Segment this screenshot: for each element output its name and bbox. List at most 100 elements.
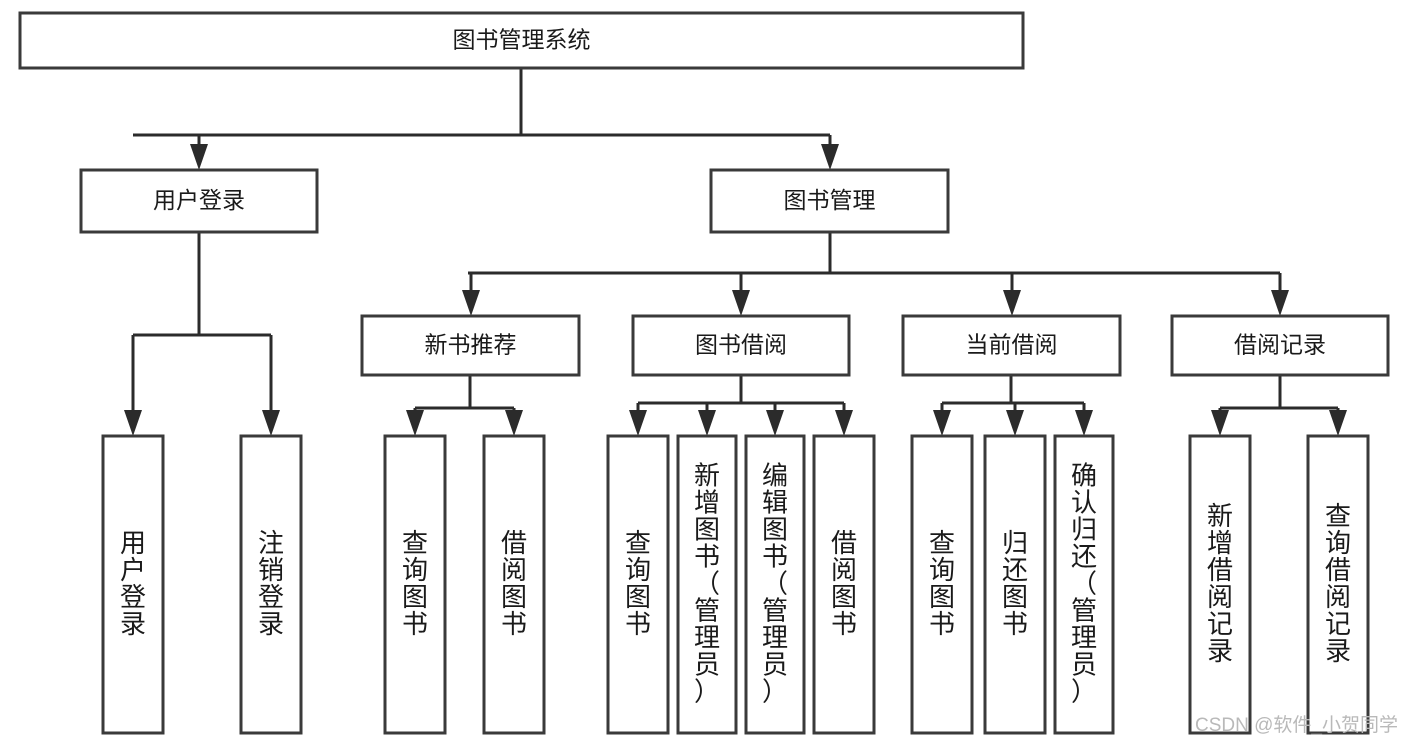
node-leaf-query-book-cur[interactable]: 查询图书 [910,434,974,735]
node-box-root[interactable] [18,11,1025,70]
connector-group-bus-book-borrow [638,375,844,405]
node-box-leaf-query-record[interactable] [1306,434,1370,735]
connector-group-bus-new-book-rec [415,375,514,410]
connector-edge-current-borrow-to-leaf-return-book [1006,403,1024,436]
connector-edge-user-login-to-leaf-user-login [124,335,142,436]
arrowhead-5 [1271,290,1289,316]
node-box-leaf-confirm-return[interactable] [1053,434,1115,735]
node-leaf-add-book[interactable]: 新增图书（管理员） [676,434,738,735]
node-leaf-edit-book[interactable]: 编辑图书（管理员） [744,434,806,735]
node-leaf-logout[interactable]: 注销登录 [239,434,303,735]
node-leaf-query-book-rec[interactable]: 查询图书 [383,434,447,735]
node-label-leaf-query-book-rec: 查询图书 [402,528,428,639]
node-label-current-borrow: 当前借阅 [966,332,1058,358]
node-box-leaf-borrow-book-rec[interactable] [482,434,546,735]
node-leaf-add-record[interactable]: 新增借阅记录 [1188,434,1252,735]
node-label-leaf-add-record: 新增借阅记录 [1207,501,1233,666]
node-label-leaf-return-book: 归还图书 [1002,528,1028,639]
arrowhead-17 [1211,410,1229,436]
node-label-user-login: 用户登录 [153,187,245,213]
connector-edge-book-manage-to-book-borrow [732,273,750,316]
connector-group-bus-user-login [133,232,271,337]
node-box-leaf-query-book-cur[interactable] [910,434,974,735]
node-borrow-record[interactable]: 借阅记录 [1170,314,1390,377]
node-box-leaf-return-book[interactable] [983,434,1047,735]
arrowhead-16 [1075,410,1093,436]
connector-edge-book-borrow-to-leaf-query-book-borrow [629,403,647,436]
node-leaf-query-book-borrow[interactable]: 查询图书 [606,434,670,735]
node-label-leaf-borrow-book-rec: 借阅图书 [501,528,527,639]
connector-edge-book-manage-to-borrow-record [1271,273,1289,316]
node-book-manage[interactable]: 图书管理 [709,168,950,234]
arrowhead-6 [124,410,142,436]
arrowhead-8 [406,410,424,436]
connector-group-bus-current-borrow [942,375,1084,405]
arrowhead-1 [821,144,839,170]
node-label-leaf-add-book: 新增图书（管理员） [694,461,720,707]
node-box-leaf-edit-book[interactable] [744,434,806,735]
connector-group-bus-book-manage [468,232,1280,275]
connector-layer [124,68,1347,436]
connector-edge-root-to-user-login [190,135,208,170]
node-leaf-query-record[interactable]: 查询借阅记录 [1306,434,1370,735]
node-label-leaf-logout: 注销登录 [258,528,284,639]
arrowhead-14 [933,410,951,436]
connector-group-bus-root [133,68,830,137]
connector-group-bus-borrow-record [1220,375,1338,410]
node-book-borrow[interactable]: 图书借阅 [631,314,851,377]
connector-edge-book-manage-to-new-book-rec [462,273,480,316]
node-box-leaf-query-book-rec[interactable] [383,434,447,735]
node-label-leaf-confirm-return: 确认归还（管理员） [1071,461,1097,707]
node-label-root: 图书管理系统 [453,27,591,53]
arrowhead-12 [766,410,784,436]
arrowhead-0 [190,144,208,170]
node-user-login[interactable]: 用户登录 [79,168,319,234]
node-box-book-borrow[interactable] [631,314,851,377]
node-box-borrow-record[interactable] [1170,314,1390,377]
connector-edge-book-manage-to-current-borrow [1003,273,1021,316]
arrowhead-7 [262,410,280,436]
node-box-leaf-borrow-book[interactable] [812,434,876,735]
node-label-leaf-query-book-borrow: 查询图书 [625,528,651,639]
connector-edge-root-to-book-manage [821,135,839,170]
node-new-book-rec[interactable]: 新书推荐 [360,314,581,377]
node-box-user-login[interactable] [79,168,319,234]
connector-edge-borrow-record-to-leaf-query-record [1329,408,1347,436]
node-box-book-manage[interactable] [709,168,950,234]
node-box-leaf-add-book[interactable] [676,434,738,735]
connector-edge-book-borrow-to-leaf-borrow-book [835,403,853,436]
node-leaf-borrow-book[interactable]: 借阅图书 [812,434,876,735]
connector-edge-user-login-to-leaf-logout [262,335,280,436]
arrowhead-15 [1006,410,1024,436]
connector-edge-borrow-record-to-leaf-add-record [1211,408,1229,436]
node-leaf-borrow-book-rec[interactable]: 借阅图书 [482,434,546,735]
connector-edge-current-borrow-to-leaf-query-book-cur [933,403,951,436]
node-box-new-book-rec[interactable] [360,314,581,377]
node-root[interactable]: 图书管理系统 [18,11,1025,70]
node-label-book-borrow: 图书借阅 [695,332,787,358]
node-leaf-return-book[interactable]: 归还图书 [983,434,1047,735]
connector-edge-current-borrow-to-leaf-confirm-return [1075,403,1093,436]
node-label-borrow-record: 借阅记录 [1234,332,1326,358]
arrowhead-10 [629,410,647,436]
node-leaf-confirm-return[interactable]: 确认归还（管理员） [1053,434,1115,735]
connector-edge-book-borrow-to-leaf-edit-book [766,403,784,436]
node-box-leaf-user-login[interactable] [101,434,165,735]
node-leaf-user-login[interactable]: 用户登录 [101,434,165,735]
node-box-leaf-query-book-borrow[interactable] [606,434,670,735]
node-label-leaf-query-record: 查询借阅记录 [1325,501,1351,666]
node-box-current-borrow[interactable] [901,314,1122,377]
node-label-leaf-edit-book: 编辑图书（管理员） [762,461,788,707]
node-current-borrow[interactable]: 当前借阅 [901,314,1122,377]
arrowhead-3 [732,290,750,316]
connector-edge-book-borrow-to-leaf-add-book [698,403,716,436]
csdn-watermark: CSDN @软件_小贺同学 [1195,714,1398,736]
arrowhead-11 [698,410,716,436]
node-box-leaf-logout[interactable] [239,434,303,735]
arrowhead-2 [462,290,480,316]
arrowhead-13 [835,410,853,436]
node-label-new-book-rec: 新书推荐 [425,332,517,358]
node-box-leaf-add-record[interactable] [1188,434,1252,735]
node-label-leaf-query-book-cur: 查询图书 [929,528,955,639]
